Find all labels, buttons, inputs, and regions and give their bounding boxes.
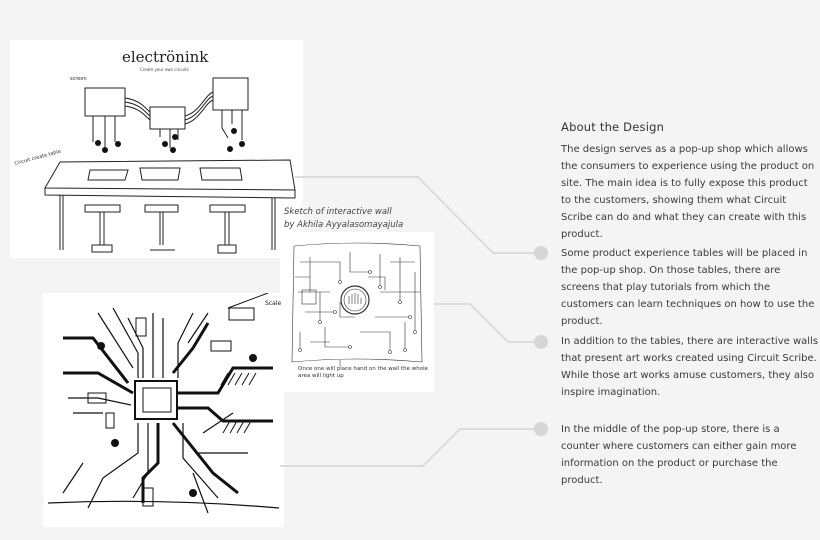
connector-walls	[434, 303, 541, 343]
interactive-wall-sketch-image: Once one will place hand on the wall the…	[280, 232, 434, 392]
about-paragraph-intro: The design serves as a pop-up shop which…	[561, 144, 815, 240]
interactive-wall-drawing: Once one will place hand on the wall the…	[291, 242, 428, 379]
about-paragraph-counter: In the middle of the pop-up store, there…	[561, 424, 797, 486]
brand-logo-text: electrönink	[122, 48, 209, 66]
caption-title: Sketch of interactive wall	[284, 207, 392, 217]
table-sketch-drawing: electrönink Create your own circuits scr…	[14, 48, 296, 254]
brand-tagline: Create your own circuits	[140, 67, 189, 72]
table-sketch-image: electrönink Create your own circuits scr…	[10, 40, 303, 258]
caption-author: by Akhila Ayyalasomayajula	[284, 220, 404, 230]
timeline-dot-3	[534, 422, 548, 436]
timeline-dot-1	[534, 246, 548, 260]
table-label: Circuit create table	[14, 149, 62, 167]
counter-circuit-drawing: Scale	[47, 293, 281, 514]
scale-label: Scale	[265, 300, 281, 307]
about-title: About the Design	[561, 120, 665, 134]
screen-label: screen	[70, 76, 87, 82]
about-paragraph-tables: Some product experience tables will be p…	[561, 248, 815, 327]
timeline-dot-2	[534, 335, 548, 349]
sketch-caption: Sketch of interactive wall by Akhila Ayy…	[284, 206, 403, 232]
connector-counter	[280, 428, 541, 467]
counter-sketch-image: Scale	[43, 293, 284, 527]
about-paragraph-walls: In addition to the tables, there are int…	[561, 336, 819, 398]
wall-note: Once one will place hand on the wall the…	[298, 366, 428, 379]
